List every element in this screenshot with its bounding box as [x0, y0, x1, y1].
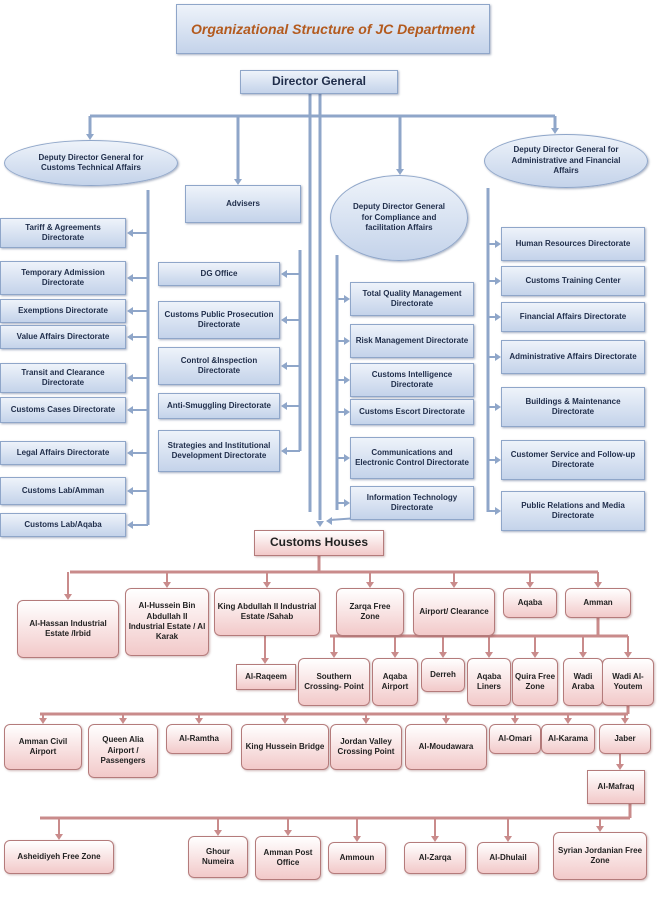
house-amman-sub-6: Wadi Araba — [563, 658, 603, 706]
technical-unit-5: Transit and Clearance Directorate — [0, 363, 126, 393]
technical-unit-8: Customs Lab/Amman — [0, 477, 126, 505]
house-row1-7: Amman — [565, 588, 631, 618]
house-row3-3: Al-Ramtha — [166, 724, 232, 754]
dg-unit-2: Customs Public Prosecution Directorate — [158, 301, 280, 339]
house-row4-2: Ghour Numeira — [188, 836, 248, 878]
house-row3-6: Al-Moudawara — [405, 724, 487, 770]
house-row4-5: Al-Zarqa — [404, 842, 466, 874]
dg-unit-3: Control &Inspection Directorate — [158, 347, 280, 385]
technical-unit-3: Exemptions Directorate — [0, 299, 126, 323]
house-row4-4: Ammoun — [328, 842, 386, 874]
house-amman-sub-2: Aqaba Airport — [372, 658, 418, 706]
house-amman-sub-4: Aqaba Liners — [467, 658, 511, 706]
house-al-raqeem: Al-Raqeem — [236, 664, 296, 690]
house-row4-3: Amman Post Office — [255, 836, 321, 880]
house-row1-6: Aqaba — [503, 588, 557, 618]
house-row3-4: King Hussein Bridge — [241, 724, 329, 770]
house-al-mafraq: Al-Mafraq — [587, 770, 645, 804]
compliance-unit-2: Risk Management Directorate — [350, 324, 474, 358]
house-row4-1: Asheidiyeh Free Zone — [4, 840, 114, 874]
house-row3-7: Al-Omari — [489, 724, 541, 754]
customs-houses-box: Customs Houses — [254, 530, 384, 556]
technical-unit-1: Tariff & Agreements Directorate — [0, 218, 126, 248]
compliance-unit-5: Communications and Electronic Control Di… — [350, 437, 474, 479]
compliance-unit-4: Customs Escort Directorate — [350, 399, 474, 425]
compliance-unit-3: Customs Intelligence Directorate — [350, 363, 474, 397]
house-amman-sub-1: Southern Crossing- Point — [298, 658, 370, 706]
technical-unit-4: Value Affairs Directorate — [0, 325, 126, 349]
house-amman-sub-7: Wadi Al-Youtem — [602, 658, 654, 706]
admin-unit-2: Customs Training Center — [501, 266, 645, 296]
admin-unit-5: Buildings & Maintenance Directorate — [501, 387, 645, 427]
house-row3-5: Jordan Valley Crossing Point — [330, 724, 402, 770]
admin-unit-6: Customer Service and Follow-up Directora… — [501, 440, 645, 480]
house-row4-6: Al-Dhulail — [477, 842, 539, 874]
house-row4-7: Syrian Jordanian Free Zone — [553, 832, 647, 880]
house-row1-3: King Abdullah II Industrial Estate /Saha… — [214, 588, 320, 636]
house-row3-1: Amman Civil Airport — [4, 724, 82, 770]
deputy-admin-box: Deputy Director General for Administrati… — [484, 134, 648, 188]
house-row1-4: Zarqa Free Zone — [336, 588, 404, 636]
director-general-box: Director General — [240, 70, 398, 94]
admin-unit-3: Financial Affairs Directorate — [501, 302, 645, 332]
chart-title: Organizational Structure of JC Departmen… — [176, 4, 490, 54]
dg-unit-4: Anti-Smuggling Directorate — [158, 393, 280, 419]
dg-unit-1: DG Office — [158, 262, 280, 286]
compliance-unit-1: Total Quality Management Directorate — [350, 282, 474, 316]
admin-unit-4: Administrative Affairs Directorate — [501, 340, 645, 374]
admin-unit-1: Human Resources Directorate — [501, 227, 645, 261]
technical-unit-6: Customs Cases Directorate — [0, 397, 126, 423]
house-row1-2: Al-Hussein Bin Abdullah II Industrial Es… — [125, 588, 209, 656]
dg-unit-5: Strategies and Institutional Development… — [158, 430, 280, 472]
house-row1-1: Al-Hassan Industrial Estate /Irbid — [17, 600, 119, 658]
admin-unit-7: Public Relations and Media Directorate — [501, 491, 645, 531]
technical-unit-2: Temporary Admission Directorate — [0, 261, 126, 295]
house-amman-sub-5: Quira Free Zone — [512, 658, 558, 706]
advisers-box: Advisers — [185, 185, 301, 223]
technical-unit-9: Customs Lab/Aqaba — [0, 513, 126, 537]
technical-unit-7: Legal Affairs Directorate — [0, 441, 126, 465]
house-row3-9: Jaber — [599, 724, 651, 754]
house-amman-sub-3: Derreh — [421, 658, 465, 692]
house-row3-8: Al-Karama — [541, 724, 595, 754]
compliance-unit-6: Information Technology Directorate — [350, 486, 474, 520]
house-row3-2: Queen Alia Airport / Passengers — [88, 724, 158, 778]
house-row1-5: Airport/ Clearance — [413, 588, 495, 636]
deputy-technical-box: Deputy Director General for Customs Tech… — [4, 140, 178, 186]
deputy-compliance-box: Deputy Director General for Compliance a… — [330, 175, 468, 261]
